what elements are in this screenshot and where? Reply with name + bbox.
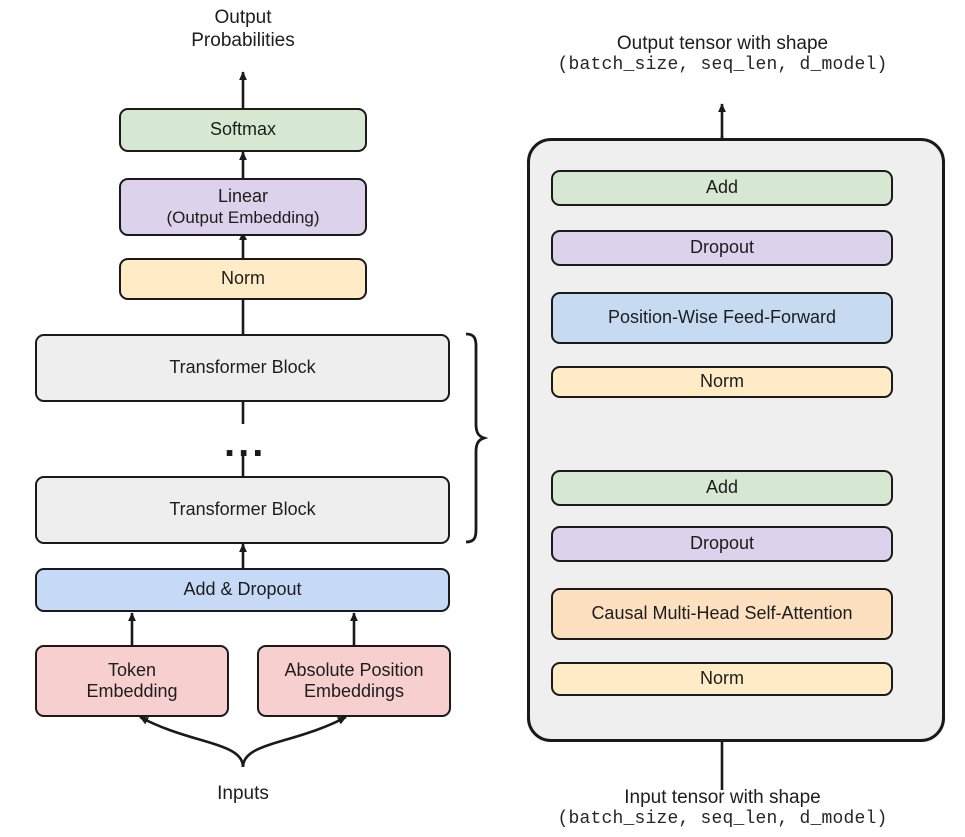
repeat-ellipsis-label: ... bbox=[224, 421, 267, 465]
node-transformer-block-top[interactable]: Transformer Block bbox=[35, 334, 450, 402]
node-add-ffn[interactable]: Add bbox=[551, 170, 893, 206]
node-add-and-dropout[interactable]: Add & Dropout bbox=[35, 568, 450, 612]
output-tensor-shape: (batch_size, seq_len, d_model) bbox=[557, 55, 888, 76]
output-probabilities-line1: Output bbox=[214, 7, 272, 28]
node-linear-sublabel: (Output Embedding) bbox=[166, 207, 320, 227]
node-add-ffn-label: Add bbox=[705, 177, 739, 198]
node-absolute-position-embeddings[interactable]: Absolute Position Embeddings bbox=[257, 645, 451, 717]
node-add-attn[interactable]: Add bbox=[551, 470, 893, 506]
node-norm-final-label: Norm bbox=[221, 268, 265, 289]
node-norm-ffn[interactable]: Norm bbox=[551, 366, 893, 398]
node-softmax-label: Softmax bbox=[209, 119, 277, 140]
node-token-embedding-sublabel: Embedding bbox=[86, 681, 178, 701]
inputs-caption-label: Inputs bbox=[217, 783, 269, 804]
node-linear-label: Linear bbox=[217, 186, 269, 207]
inputs-caption: Inputs bbox=[163, 782, 323, 805]
node-transformer-block-bottom-label: Transformer Block bbox=[169, 499, 316, 520]
node-transformer-block-bottom[interactable]: Transformer Block bbox=[35, 476, 450, 544]
input-tensor-line1: Input tensor with shape bbox=[624, 787, 821, 808]
node-absolute-position-embeddings-label: Absolute Position bbox=[284, 659, 424, 680]
edge-inputs-to-tokemb bbox=[139, 715, 245, 768]
node-causal-multi-head-self-attention[interactable]: Causal Multi-Head Self-Attention bbox=[551, 588, 893, 640]
output-tensor-caption: Output tensor with shape (batch_size, se… bbox=[500, 32, 945, 77]
transformer-block-detail-panel bbox=[527, 138, 945, 742]
output-probabilities-caption: Output Probabilities bbox=[143, 6, 343, 52]
node-token-embedding[interactable]: Token Embedding bbox=[35, 645, 229, 717]
node-softmax[interactable]: Softmax bbox=[119, 108, 367, 152]
repeated-blocks-brace bbox=[465, 332, 489, 544]
output-tensor-line1: Output tensor with shape bbox=[616, 33, 829, 54]
input-tensor-shape: (batch_size, seq_len, d_model) bbox=[557, 809, 888, 830]
node-transformer-block-top-label: Transformer Block bbox=[169, 357, 316, 378]
node-position-wise-feed-forward[interactable]: Position-Wise Feed-Forward bbox=[551, 292, 893, 344]
node-linear[interactable]: Linear (Output Embedding) bbox=[119, 178, 367, 236]
node-norm-final[interactable]: Norm bbox=[119, 258, 367, 300]
node-position-wise-feed-forward-label: Position-Wise Feed-Forward bbox=[607, 307, 837, 328]
repeat-ellipsis: ... bbox=[224, 423, 266, 463]
node-norm-attn-label: Norm bbox=[700, 668, 744, 689]
node-dropout-attn[interactable]: Dropout bbox=[551, 526, 893, 562]
node-dropout-ffn[interactable]: Dropout bbox=[551, 230, 893, 266]
node-add-and-dropout-label: Add & Dropout bbox=[183, 579, 302, 600]
output-probabilities-line2: Probabilities bbox=[191, 30, 295, 52]
node-absolute-position-embeddings-sublabel: Embeddings bbox=[303, 681, 405, 701]
node-token-embedding-label: Token bbox=[107, 659, 157, 680]
input-tensor-caption: Input tensor with shape (batch_size, seq… bbox=[500, 786, 945, 831]
node-dropout-attn-label: Dropout bbox=[689, 533, 755, 554]
edge-inputs-to-posemb bbox=[241, 715, 347, 768]
node-add-attn-label: Add bbox=[705, 477, 739, 498]
node-causal-multi-head-self-attention-label: Causal Multi-Head Self-Attention bbox=[591, 603, 853, 624]
node-norm-attn[interactable]: Norm bbox=[551, 662, 893, 696]
node-norm-ffn-label: Norm bbox=[700, 371, 744, 392]
node-dropout-ffn-label: Dropout bbox=[689, 237, 755, 258]
